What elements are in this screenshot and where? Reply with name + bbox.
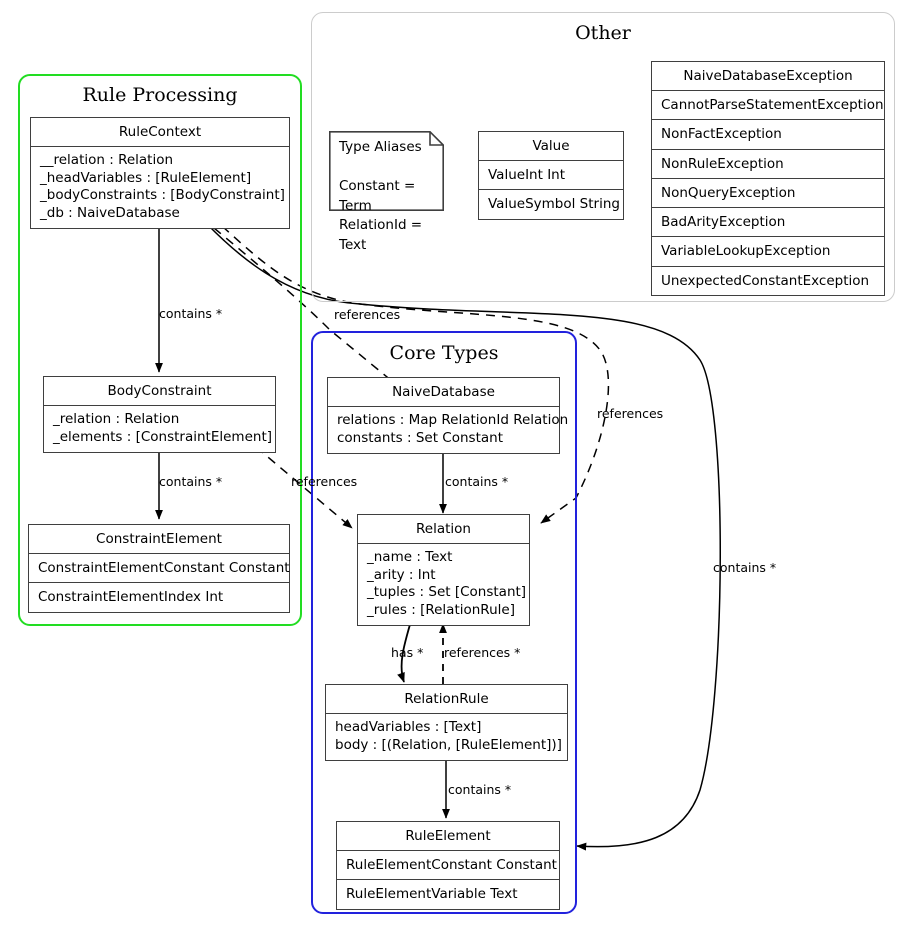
edge-label-rulecontext-relation: references (597, 406, 664, 421)
attr: relations : Map RelationId Relation (337, 412, 569, 429)
class-rule-element-row: RuleElementConstant Constant (337, 851, 559, 881)
attr: body : [(Relation, [RuleElement])] (335, 736, 562, 753)
attr: headVariables : [Text] (335, 719, 482, 736)
attr: _elements : [ConstraintElement] (53, 428, 272, 445)
attr: constants : Set Constant (337, 429, 504, 446)
package-rule-processing: Rule Processing (18, 74, 302, 626)
class-body-constraint-attrs: _relation : Relation _elements : [Constr… (44, 406, 275, 452)
attr: _bodyConstraints : [BodyConstraint] (40, 187, 285, 204)
class-exception-row: VariableLookupException (652, 237, 884, 267)
attr: _rules : [RelationRule] (367, 601, 515, 618)
class-relation-rule-name: RelationRule (326, 685, 567, 715)
package-title-rule-processing: Rule Processing (82, 84, 238, 106)
class-naive-database-exception[interactable]: NaiveDatabaseException CannotParseStatem… (651, 61, 885, 296)
class-relation-rule-attrs: headVariables : [Text] body : [(Relation… (326, 714, 567, 760)
class-relation-name: Relation (358, 515, 529, 545)
class-rule-element-name: RuleElement (337, 822, 559, 852)
package-title-core-types: Core Types (389, 342, 499, 364)
class-constraint-element-name: ConstraintElement (29, 525, 289, 555)
class-value-name: Value (479, 132, 623, 162)
class-naive-database[interactable]: NaiveDatabase relations : Map RelationId… (327, 377, 569, 455)
class-rule-context-attrs: __relation : Relation _headVariables : [… (31, 147, 289, 228)
attr: _arity : Int (367, 566, 436, 583)
package-other: Other (311, 12, 895, 302)
edge-label-naivedatabase-relation: contains * (445, 474, 509, 489)
edge-label-relation-relationrule: has * (391, 645, 424, 660)
note-type-aliases-text: Type Aliases Constant = Term RelationId … (339, 139, 423, 253)
attr: _relation : Relation (53, 411, 180, 428)
edge-label-relationrule-ruleelement: contains * (448, 782, 512, 797)
note-shape (329, 131, 444, 211)
class-relation-attrs: _name : Text _arity : Int _tuples : Set … (358, 544, 529, 625)
class-naive-database-name: NaiveDatabase (328, 378, 559, 408)
class-relation-rule[interactable]: RelationRule headVariables : [Text] body… (325, 684, 568, 762)
class-rule-context-name: RuleContext (31, 118, 289, 148)
class-rule-context[interactable]: RuleContext __relation : Relation _headV… (30, 117, 290, 230)
class-rule-element-row: RuleElementVariable Text (346, 886, 518, 903)
attr: _headVariables : [RuleElement] (40, 169, 252, 186)
edge-label-bodyconstraint-constraintelement: contains * (159, 474, 223, 489)
class-value-row: ValueInt Int (479, 161, 623, 191)
class-rule-element[interactable]: RuleElement RuleElementConstant Constant… (336, 821, 560, 910)
class-exception-row: NonFactException (652, 120, 884, 150)
attr: _tuples : Set [Constant] (367, 584, 527, 601)
class-exception-name: NaiveDatabaseException (652, 62, 884, 92)
class-exception-row: NonRuleException (652, 150, 884, 179)
edge-label-rulecontext-naivedatabase: references (334, 307, 401, 322)
class-exception-row: UnexpectedConstantException (661, 272, 870, 289)
package-title-other: Other (575, 22, 631, 44)
attr: __relation : Relation (40, 152, 174, 169)
note-type-aliases: Type Aliases Constant = Term RelationId … (329, 131, 444, 253)
class-exception-row: CannotParseStatementException (652, 91, 884, 121)
class-constraint-element-row: ConstraintElementIndex Int (38, 589, 224, 606)
class-exception-row: NonQueryException (652, 179, 884, 209)
edge-label-bodyconstraint-relation: references (291, 474, 358, 489)
class-body-constraint[interactable]: BodyConstraint _relation : Relation _ele… (43, 376, 276, 454)
class-value-row: ValueSymbol String (488, 196, 620, 213)
class-constraint-element-row: ConstraintElementConstant Constant (29, 554, 290, 584)
class-exception-row: BadArityException (652, 208, 884, 238)
class-constraint-element[interactable]: ConstraintElement ConstraintElementConst… (28, 524, 290, 613)
attr: _name : Text (367, 549, 453, 566)
class-naive-database-attrs: relations : Map RelationId Relation cons… (328, 407, 569, 453)
edge-label-relationrule-relation: references * (444, 645, 521, 660)
class-body-constraint-name: BodyConstraint (44, 377, 275, 407)
attr: _db : NaiveDatabase (40, 204, 180, 221)
edge-label-rulecontext-bodyconstraint: contains * (159, 306, 223, 321)
edge-label-rulecontext-ruleelement: contains * (713, 560, 777, 575)
package-core-types: Core Types (311, 331, 577, 914)
class-relation[interactable]: Relation _name : Text _arity : Int _tupl… (357, 514, 530, 627)
class-value[interactable]: Value ValueInt Int ValueSymbol String (478, 131, 624, 220)
